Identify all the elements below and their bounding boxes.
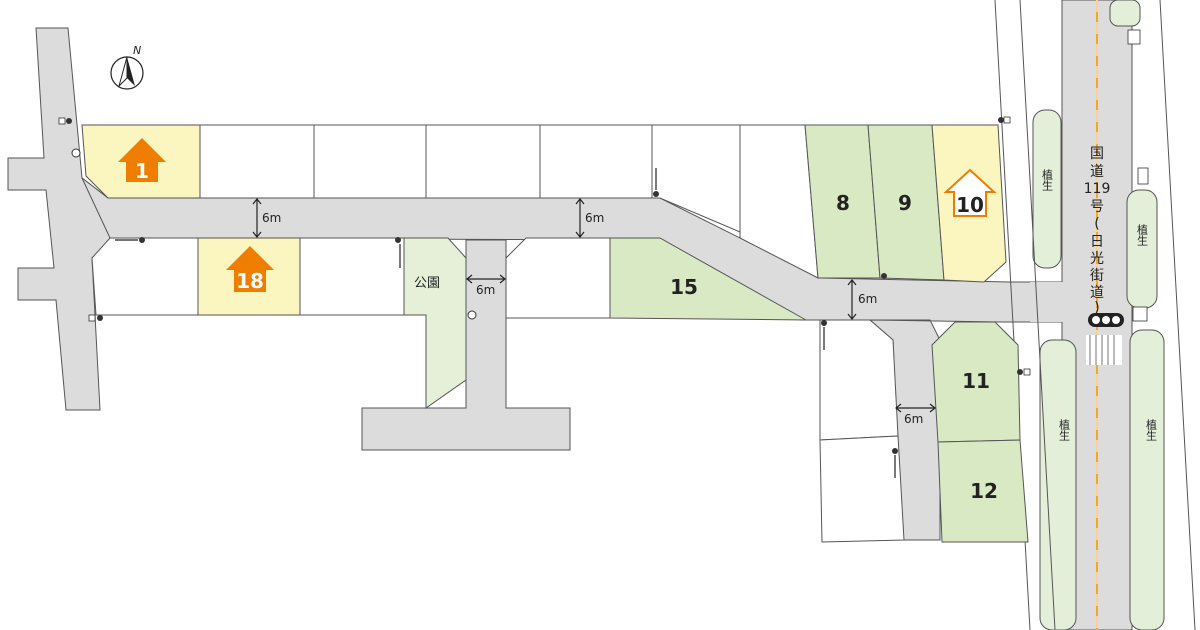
- park-marker-icon: [467, 310, 477, 320]
- drain-grate-icon: [1127, 29, 1141, 45]
- road-width-label-4: 6m: [858, 292, 877, 306]
- park: [403, 237, 467, 409]
- road-width-label-2: 6m: [585, 211, 604, 225]
- traffic-signal-icon: [1088, 313, 1124, 327]
- lot-4[interactable]: [425, 124, 541, 199]
- middle-lots: [91, 237, 807, 409]
- route-119-label: 国 道 119 号 ( 日 光 街 道 ): [1084, 146, 1111, 316]
- house-marker-lot-10: 10: [943, 168, 997, 217]
- arrowheads-5: [895, 403, 936, 413]
- house-icon: [118, 138, 166, 182]
- lot-number-15: 15: [670, 275, 698, 299]
- lot-13[interactable]: [819, 435, 905, 543]
- road-width-label-3: 6m: [476, 283, 495, 297]
- lot-3[interactable]: [313, 124, 427, 199]
- lot-5[interactable]: [539, 124, 653, 199]
- route-char: 日: [1090, 234, 1104, 250]
- lot-number-11: 11: [962, 369, 990, 393]
- house-icon: [226, 246, 274, 292]
- manhole-icon: [71, 148, 81, 158]
- planting-label-1: 植生: [1041, 168, 1054, 191]
- arrowheads-4: [847, 279, 857, 320]
- lot-12[interactable]: [937, 439, 1029, 543]
- park-label: 公園: [414, 276, 440, 291]
- route-char: 号: [1090, 199, 1104, 215]
- utility-markers: [58, 29, 1149, 478]
- planting-strip-se: [1039, 339, 1077, 630]
- lot-19[interactable]: [91, 237, 199, 316]
- road-width-label-1: 6m: [262, 211, 281, 225]
- road-width-dimensions: 6m 6m 6m 6m 6m: [252, 198, 936, 426]
- utility-pole-icon: [97, 315, 103, 321]
- route-char: 街: [1090, 268, 1104, 284]
- route-char: 光: [1090, 251, 1104, 267]
- utility-pole-icon: [881, 273, 887, 279]
- planting-strip-e2: [1129, 329, 1165, 630]
- planting-strip-top: [1109, 0, 1141, 27]
- arrowheads-3: [466, 274, 506, 284]
- planting-labels: 植生 植生 植生 植生: [1041, 168, 1158, 441]
- highway-medians: [994, 0, 1196, 630]
- west-road: [7, 27, 111, 411]
- lot-number-12: 12: [970, 479, 998, 503]
- lot-16[interactable]: [505, 237, 611, 319]
- arrowheads-1: [252, 198, 262, 238]
- utility-pole-icon: [653, 191, 659, 197]
- utility-pole-icon: [66, 118, 72, 124]
- planting-label-3: 植生: [1136, 223, 1149, 246]
- southeast-lots: [819, 319, 1029, 543]
- route-char: ): [1094, 300, 1099, 316]
- route-char: 道: [1090, 164, 1104, 180]
- utility-pole-icon: [892, 448, 898, 454]
- lot-15[interactable]: [609, 237, 807, 321]
- drain-grate-icon: [1132, 306, 1148, 322]
- drain-grate-icon: [1137, 167, 1149, 185]
- planting-label-2: 植生: [1058, 418, 1071, 441]
- utility-pole-icon: [821, 320, 827, 326]
- lot-6[interactable]: [651, 124, 741, 233]
- lot-14[interactable]: [819, 319, 899, 441]
- route-char: 国: [1090, 146, 1104, 162]
- lot-17[interactable]: [299, 237, 405, 316]
- compass-north-label: N: [133, 44, 141, 57]
- lot-number-1: 1: [135, 159, 149, 183]
- planting-label-4: 植生: [1145, 418, 1158, 441]
- utility-pole-icon: [998, 117, 1004, 123]
- utility-pole-icon: [1017, 369, 1023, 375]
- lot-number-18: 18: [236, 269, 264, 293]
- lot-number-10: 10: [956, 193, 984, 217]
- house-outline-icon: [943, 168, 997, 217]
- lot-number-9: 9: [898, 191, 912, 215]
- route-char: 道: [1090, 285, 1104, 301]
- route-char: (: [1094, 216, 1099, 232]
- arrowheads-2: [575, 198, 585, 238]
- route-number: 119: [1084, 181, 1111, 197]
- planting-strip-ne: [1032, 109, 1062, 269]
- crosswalk: [1086, 335, 1122, 365]
- lot-number-8: 8: [836, 191, 850, 215]
- utility-pole-icon: [139, 237, 145, 243]
- lot-2[interactable]: [199, 124, 315, 199]
- house-marker-lot-1: 1: [118, 138, 166, 183]
- utility-pole-icon: [395, 237, 401, 243]
- road-width-label-5: 6m: [904, 412, 923, 426]
- house-marker-lot-18: 18: [226, 246, 274, 293]
- east-sidewalk-edge: [1159, 0, 1196, 630]
- west-curb-edge: [1019, 0, 1056, 630]
- planting-strip-e1: [1126, 189, 1158, 309]
- north-compass-icon: N: [110, 44, 144, 90]
